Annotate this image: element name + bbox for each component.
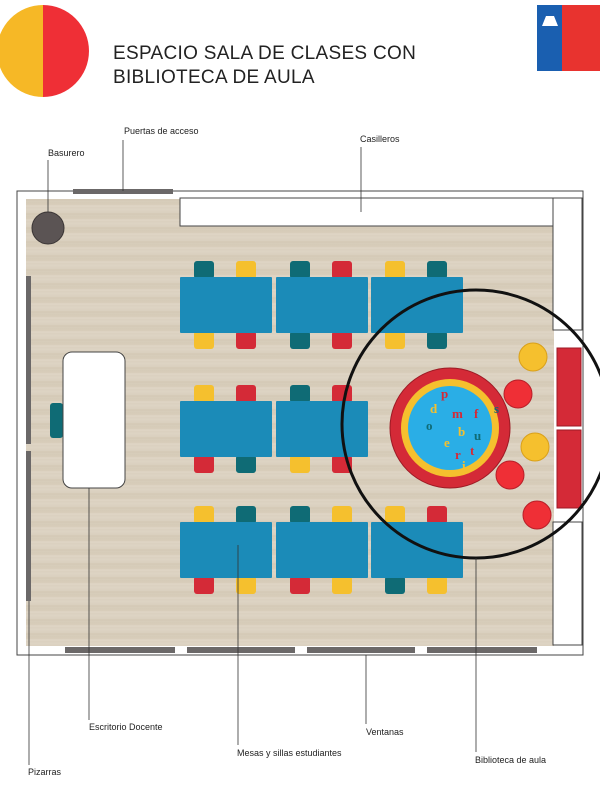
rug-letter: t bbox=[470, 443, 475, 458]
student-chair bbox=[236, 576, 256, 594]
brand-disc bbox=[0, 5, 89, 97]
whiteboards bbox=[26, 276, 31, 601]
student-table bbox=[276, 277, 368, 333]
student-chair bbox=[194, 385, 214, 403]
label-escritorio: Escritorio Docente bbox=[89, 722, 163, 732]
label-ventanas: Ventanas bbox=[366, 727, 404, 737]
student-chair bbox=[427, 506, 447, 524]
rug-letter: f bbox=[474, 406, 479, 421]
ministerio-logo bbox=[536, 4, 600, 71]
rug-letter: i bbox=[462, 458, 466, 473]
rug-letter: e bbox=[444, 435, 450, 450]
student-chair bbox=[290, 261, 310, 279]
teacher-chair bbox=[50, 403, 63, 438]
student-chair bbox=[236, 331, 256, 349]
student-chair bbox=[290, 576, 310, 594]
student-chair bbox=[194, 261, 214, 279]
student-chair bbox=[332, 506, 352, 524]
cushions bbox=[495, 342, 552, 530]
student-chair bbox=[332, 385, 352, 403]
student-table bbox=[276, 522, 368, 578]
student-desks bbox=[180, 261, 463, 594]
student-chair bbox=[427, 331, 447, 349]
student-chair bbox=[427, 261, 447, 279]
student-chair bbox=[194, 331, 214, 349]
windows bbox=[65, 647, 537, 653]
student-chair bbox=[290, 331, 310, 349]
student-chair bbox=[290, 385, 310, 403]
student-table bbox=[180, 277, 272, 333]
student-table bbox=[371, 522, 463, 578]
student-chair bbox=[332, 331, 352, 349]
rug-letter: p bbox=[441, 386, 448, 401]
student-chair bbox=[236, 261, 256, 279]
label-puertas: Puertas de acceso bbox=[124, 126, 199, 136]
label-biblioteca: Biblioteca de aula bbox=[475, 755, 546, 765]
student-table bbox=[180, 522, 272, 578]
student-chair bbox=[194, 576, 214, 594]
teacher-desk bbox=[62, 351, 126, 489]
coat-of-arms-icon bbox=[542, 16, 558, 26]
rug-letter: m bbox=[452, 406, 463, 421]
student-chair bbox=[236, 455, 256, 473]
label-pizarras: Pizarras bbox=[28, 767, 62, 777]
student-chair bbox=[427, 576, 447, 594]
student-chair bbox=[236, 385, 256, 403]
rug-letter: d bbox=[430, 401, 438, 416]
student-table bbox=[276, 401, 368, 457]
student-chair bbox=[385, 576, 405, 594]
student-chair bbox=[385, 261, 405, 279]
student-chair bbox=[290, 455, 310, 473]
rug-letter: u bbox=[474, 428, 481, 443]
student-chair bbox=[332, 576, 352, 594]
access-doors bbox=[73, 189, 173, 194]
trash-bin-icon bbox=[31, 211, 65, 245]
rug-letter: o bbox=[426, 418, 433, 433]
label-basurero: Basurero bbox=[48, 148, 85, 158]
student-table bbox=[180, 401, 272, 457]
student-chair bbox=[385, 506, 405, 524]
student-chair bbox=[194, 455, 214, 473]
bookshelves bbox=[556, 347, 582, 509]
label-casilleros: Casilleros bbox=[360, 134, 400, 144]
rug-letter: a bbox=[492, 424, 499, 439]
student-chair bbox=[332, 261, 352, 279]
student-chair bbox=[236, 506, 256, 524]
leader-lines bbox=[28, 140, 477, 765]
page-title: ESPACIO SALA DE CLASES CON BIBLIOTECA DE… bbox=[113, 43, 417, 88]
student-chair bbox=[194, 506, 214, 524]
student-chair bbox=[290, 506, 310, 524]
label-mesas: Mesas y sillas estudiantes bbox=[237, 748, 342, 758]
rug-letter: s bbox=[494, 401, 499, 416]
student-chair bbox=[385, 331, 405, 349]
rug-letter: b bbox=[458, 424, 465, 439]
rug-letter: r bbox=[455, 447, 461, 462]
lockers bbox=[179, 197, 583, 646]
